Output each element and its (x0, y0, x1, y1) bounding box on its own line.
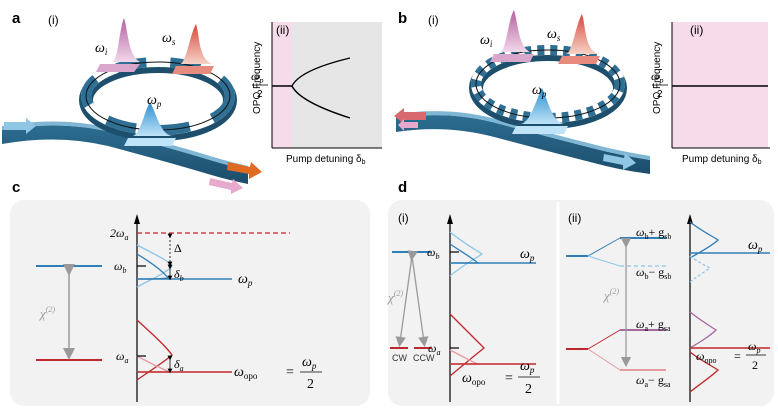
panel-d-sub-ii: (ii) (568, 211, 581, 225)
label-eq-d-ii: = (734, 349, 741, 363)
lorentzian-a-d-i (449, 313, 485, 377)
plot-a-xlabel: Pump detuning δb (286, 154, 366, 166)
plot-a-tick-num: ωp (251, 69, 263, 85)
plot-b-xlabel: Pump detuning δb (682, 154, 762, 166)
panel-letter-a: a (12, 10, 21, 27)
label-omega-s-b: ωs (547, 27, 561, 43)
pulse-signal-b (558, 14, 600, 64)
panel-b-sub-i: (i) (428, 13, 439, 27)
plot-a-ylabel: OPO Frequency (252, 42, 263, 114)
panel-letter-b: b (398, 10, 407, 27)
label-omega-a-d-i: ωa (428, 341, 440, 357)
label-omega-a-c: ωa (116, 349, 128, 365)
label-frac-num-d-i: ωp (520, 359, 535, 375)
panel-a: a (i) ωi ω (2, 10, 382, 194)
panel-c: c χ(2) 2ωa ωb ωp Δ δb ωa δa ωo (10, 179, 370, 406)
label-omega-p-d-i: ωp (520, 247, 535, 263)
label-frac-den-c: 2 (307, 377, 314, 392)
label-omega-p-c: ωp (238, 272, 253, 288)
label-omega-i-b: ωi (480, 33, 493, 49)
label-omega-p-b: ωp (532, 83, 547, 99)
label-delta-b-c: δb (174, 267, 184, 283)
panel-c-card (10, 200, 370, 406)
label-chi2-d-ii: χ(2) (602, 287, 619, 303)
label-omega-b-c: ωb (114, 259, 126, 275)
plot-a-tick-den: 2 (257, 89, 263, 100)
label-frac-num-d-ii: ωp (748, 339, 760, 355)
lorentzian-a-minus-d-ii (689, 351, 720, 393)
label-eq-d-i: = (505, 371, 513, 386)
pink-region-b (672, 22, 768, 148)
plot-b-tick-den: 2 (657, 89, 663, 100)
label-b-plus-d-ii: ωb+ gsb (636, 225, 671, 241)
label-b-minus-d-ii: ωb− gsb (636, 265, 671, 281)
pulse-pump-a (124, 102, 176, 146)
panel-d-sub-i: (i) (398, 211, 409, 225)
pulse-pump-b (512, 88, 568, 134)
label-frac-den-d-i: 2 (525, 382, 532, 397)
plot-b-ylabel: OPO Frequency (652, 42, 663, 114)
input-arrow-b-red (394, 108, 426, 124)
panel-d: d (i) χ(2) CW CCW ωb ωp ωa ωopo = ωp 2 (… (386, 179, 774, 406)
label-omega-s-a: ωs (162, 31, 176, 47)
label-a-plus-d-ii: ωa+ gsa (636, 317, 671, 333)
label-delta-a-c: δa (174, 357, 184, 373)
plot-a-sub-ii: (ii) (276, 23, 289, 37)
label-frac-num-c: ωp (302, 355, 317, 371)
pulse-idler-b (490, 10, 534, 62)
plot-b-ii: (ii) OPO Frequency ωp 2 Pump detuning δb (651, 22, 770, 166)
plot-b-tick-num: ωp (651, 69, 663, 85)
panel-d-card (388, 200, 774, 406)
lorentzian-a-plus-d-ii (689, 311, 718, 349)
label-chi2-c: χ(2) (38, 305, 55, 321)
plot-a-ii: (ii) OPO Frequency ωp 2 Pump detuning δb (251, 22, 382, 166)
label-frac-den-d-ii: 2 (752, 358, 758, 372)
pink-region-a (272, 22, 292, 148)
plot-b-sub-ii: (ii) (690, 23, 703, 37)
label-omega-opo-d-i: ωopo (462, 371, 486, 387)
label-omega-p-a: ωp (147, 93, 162, 109)
output-arrow-red-a (227, 162, 262, 179)
pulse-signal-a (172, 24, 214, 74)
output-arrow-pink-a (209, 178, 243, 194)
label-2omega-a: 2ωa (110, 226, 128, 242)
input-arrow-b-pink (398, 119, 418, 131)
bifurcation-curve-a (291, 57, 351, 119)
input-arrow-a (4, 118, 36, 134)
label-Delta-c: Δ (174, 241, 182, 255)
label-omega-p-d-ii: ωp (748, 238, 763, 254)
panel-letter-c: c (12, 179, 20, 196)
lorentzian-a-c (136, 319, 173, 381)
panel-letter-d: d (398, 179, 407, 196)
lorentzian-b-d-i (449, 231, 484, 277)
label-a-minus-d-ii: ωa− gsa (636, 373, 671, 389)
grey-region-a (292, 22, 382, 148)
label-chi2-d-i: χ(2) (386, 289, 403, 305)
panel-a-sub-i: (i) (48, 13, 59, 27)
label-ccw: CCW (413, 353, 435, 363)
output-arrow-b (603, 153, 636, 170)
label-eq-c: = (286, 365, 294, 380)
panel-b: b (i) ωi ωs ωp (394, 10, 770, 174)
label-cw: CW (392, 353, 407, 363)
label-omega-i-a: ωi (95, 41, 108, 57)
pulse-idler-a (96, 18, 140, 72)
label-omega-opo-d-ii: ωopo (696, 349, 716, 365)
label-omega-b-d-i: ωb (427, 245, 439, 261)
label-omega-opo-c: ωopo (234, 365, 258, 381)
